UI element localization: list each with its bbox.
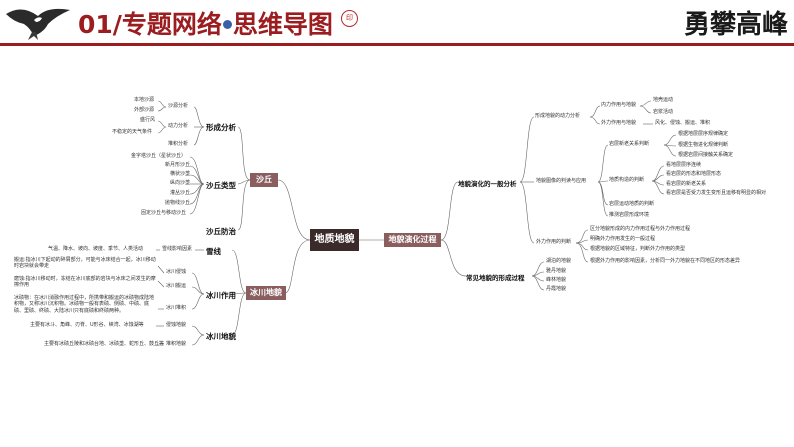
node-zuoyong: 冰川作用 (206, 291, 236, 300)
neili-item-2: 岩浆活动 (653, 109, 674, 115)
motto: 勇攀高峰 (683, 10, 788, 40)
xuexian-sub: 雪线影响因素 (162, 246, 193, 252)
leixing-item-3: 横状沙垄 (170, 171, 191, 177)
waili-note: 风化、侵蚀、搬运、堆积 (655, 120, 711, 126)
node-waipan: 外力作用的判断 (536, 239, 572, 245)
node-goutong: 地质构造的判断 (609, 177, 645, 183)
leaf-shayuan-2: 外部沙源 (134, 107, 155, 113)
changjian-item-1: 湖泊的地貌 (546, 258, 572, 264)
node-shayuan: 沙源分析 (168, 103, 189, 109)
waipan-item-2: 明确外力作用发生的一般过程 (590, 236, 656, 242)
dimao-qinshi-note: 主要有冰斗、角峰、刃脊、U形谷、峡湾、冰蚀湖等 (30, 322, 144, 328)
goutong-item-1: 看地层层序连续 (666, 162, 702, 168)
node-waili: 外力作用与地貌 (601, 120, 637, 126)
goutong-item-2: 看岩层的形态和地层形态 (666, 171, 722, 177)
node-dongli: 动力分析 (168, 123, 189, 129)
zuoyong-duiji: 冰川堆积 (166, 305, 187, 311)
neili-item-1: 地壳运动 (653, 97, 674, 103)
node-neili: 内力作用与地貌 (601, 102, 637, 108)
leixing-item-7: 固定沙丘与移动沙丘 (141, 210, 187, 216)
node-shaqiu: 沙丘 (250, 173, 278, 187)
node-dongli-fenxi: 形成地貌的动力分析 (535, 113, 581, 119)
dimao-duiji: 堆积地貌 (166, 341, 187, 347)
leixing-item-5: 灌丛沙丘 (170, 190, 191, 196)
xinlao-item-2: 根据生物进化规律判断 (678, 142, 729, 148)
node-dimao: 冰川地貌 (206, 332, 236, 341)
xinlao-item-1: 根据地层层序规律确定 (678, 131, 729, 137)
waipan-item-3: 根据地貌的区域特征，判断外力作用的类型 (590, 246, 686, 252)
node-duiji: 堆积分析 (168, 141, 189, 147)
changjian-item-2: 雅丹地貌 (546, 268, 567, 274)
header: 01/专题网络思维导图 印 勇攀高峰 (0, 0, 794, 46)
leaf-dongli-2: 不稳定的天气条件 (112, 129, 153, 135)
waipan-item-1: 区分地貌形成的内力作用过程与外力作用过程 (590, 226, 691, 232)
zuoyong-banyun: 冰川搬运 (166, 283, 187, 289)
center-node: 地质地貌 (310, 229, 359, 251)
node-yunxing: 岩层运动地质的判断 (609, 201, 655, 207)
node-fangzhi: 沙丘防治 (206, 227, 236, 236)
node-bingchuan: 冰川地貌 (246, 286, 286, 300)
header-divider (0, 43, 794, 46)
dimao-qinshi: 侵蚀地貌 (166, 322, 187, 328)
changjian-item-4: 丹霞地貌 (546, 286, 567, 292)
zuoyong-qinshi-note: 搬运:指冰川下起动的碎屑部分，可能与冰床结合一起，冰川移动时岩块就会带走 (14, 257, 156, 270)
seal-icon: 印 (341, 10, 358, 27)
node-tujian: 地貌图像的判读与应用 (536, 178, 587, 184)
goutong-item-3: 看岩层的新老关系 (666, 181, 707, 187)
node-leixing: 沙丘类型 (206, 181, 236, 190)
node-yanhua: 地貌演化过程 (384, 233, 441, 247)
node-xinlao: 岩层新老关系判断 (609, 141, 650, 147)
changjian-item-3: 峰林地貌 (546, 277, 567, 283)
zuoyong-duiji-note: 冰碛物：在冰川消融作用过程中，所携带和搬运的冰碛物成陆地积物，又称冰川沉积物。冰… (14, 295, 155, 314)
node-xingcheng: 形成分析 (206, 123, 236, 132)
leaf-shayuan-1: 本地沙源 (134, 97, 155, 103)
eagle-logo-icon (6, 8, 70, 40)
title-dot-icon (222, 20, 232, 29)
leixing-item-4: 纵向沙垄 (170, 180, 191, 186)
node-fenxi: 地貌演化的一般分析 (458, 180, 517, 188)
node-bianxing: 推测岩层形成环境 (609, 212, 650, 218)
leixing-item-2: 新月形沙丘 (165, 162, 191, 168)
dimao-duiji-note: 主要有冰碛丘陵和冰碛台地、冰碛垄、蛇形丘、鼓丘等 (44, 341, 165, 347)
leixing-item-1: 金字塔沙丘（星状沙丘） (131, 153, 187, 159)
node-xuexian: 雪线 (206, 247, 221, 256)
leaf-dongli-1: 盛行风 (140, 117, 156, 123)
title-sub: 思维导图 (232, 10, 333, 39)
xuexian-note: 气温、降水、坡向、坡度、季节、人类活动 (48, 246, 144, 252)
node-changjian: 常见地貌的形成过程 (466, 274, 525, 282)
xinlao-item-3: 根据岩层间接触关系确定 (678, 152, 734, 158)
page-title: 01/专题网络思维导图 (78, 5, 333, 41)
title-main: 01/专题网络 (78, 10, 222, 39)
waipan-item-4: 根据外力作用的影响因素，分析同一外力地貌在不同地区的形态差异 (590, 258, 741, 264)
zuoyong-qinshi: 冰川侵蚀 (166, 269, 187, 275)
goutong-item-4: 看岩层是否受力发生变形且运移有明显的相对 (666, 190, 767, 196)
leixing-item-6: 抛物线沙丘 (165, 200, 191, 206)
zuoyong-banyun-note: 磨蚀:指冰川移动时，冻结在冰川底部的岩块与冰床之间发生的摩擦作用 (14, 276, 156, 289)
